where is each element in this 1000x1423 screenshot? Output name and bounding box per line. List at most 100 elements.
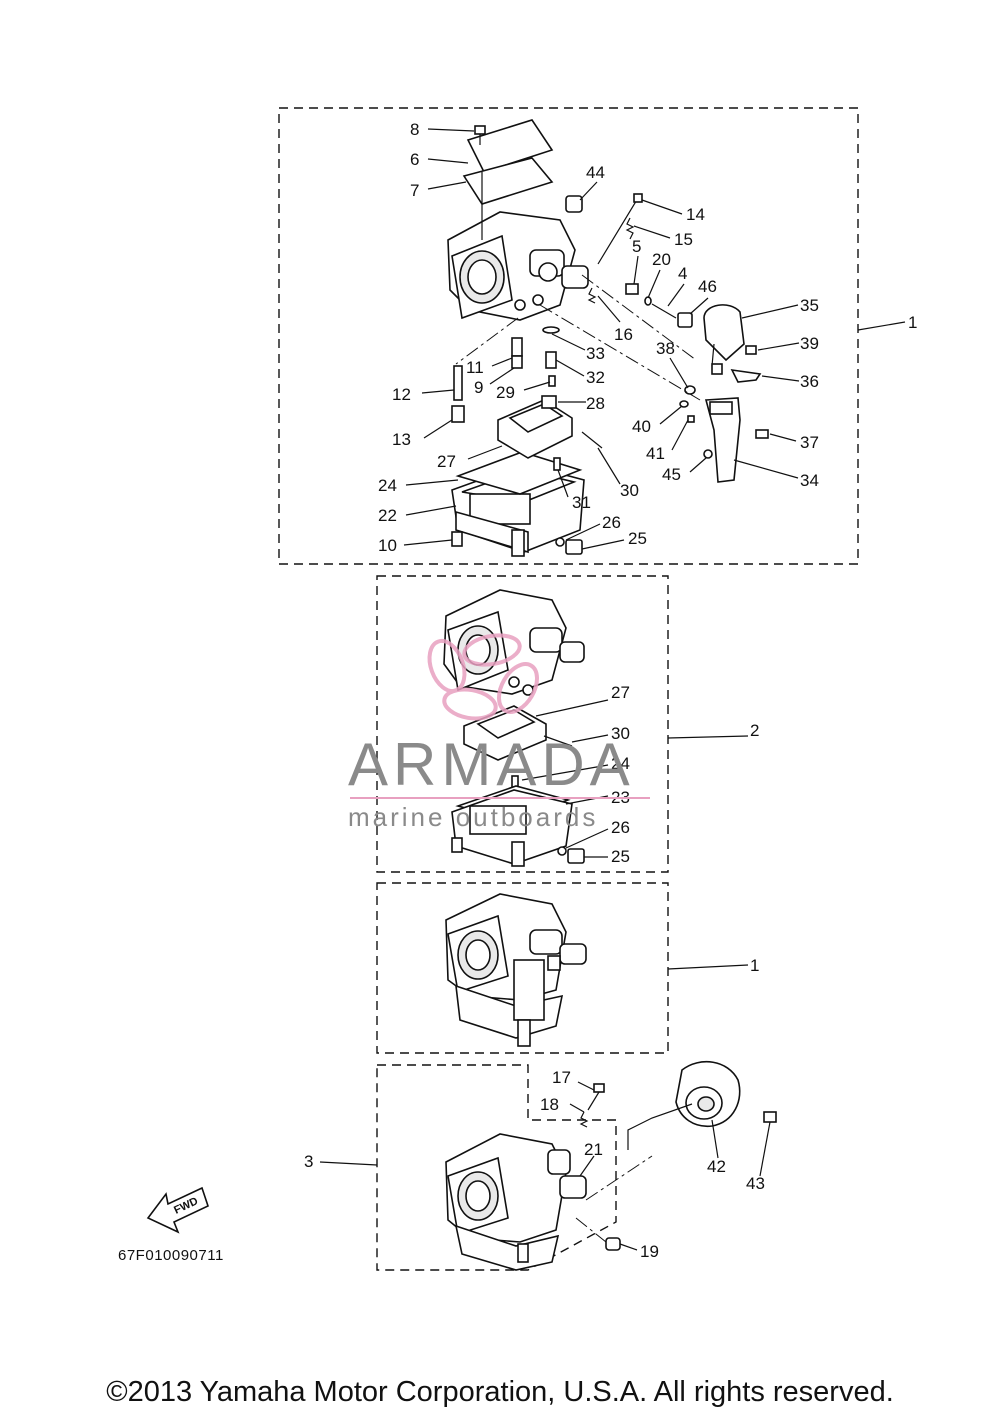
- callout-46: 46: [698, 277, 717, 296]
- callout-1: 1: [908, 313, 917, 332]
- callout-5: 5: [632, 237, 641, 256]
- group-2-callouts: 27 2 30 24 23 26 25: [611, 683, 759, 866]
- centerline: [581, 274, 697, 361]
- screw-43: [763, 1111, 777, 1123]
- leader-1b: [667, 964, 749, 970]
- callout-12: 12: [392, 385, 411, 404]
- callout-44: 44: [586, 163, 605, 182]
- group-1-assembled: 1: [376, 882, 759, 1054]
- callout-6: 6: [410, 150, 419, 169]
- watermark-tagline: marine outboards: [348, 802, 598, 832]
- cap-19: [605, 1237, 621, 1251]
- callout-25-g2: 25: [611, 847, 630, 866]
- callout-37: 37: [800, 433, 819, 452]
- float-bowl-2: [451, 789, 573, 867]
- fwd-arrow-icon: FWD: [146, 1186, 209, 1234]
- callout-43: 43: [746, 1174, 765, 1193]
- screws-17-18: [579, 1083, 605, 1128]
- callout-24: 24: [378, 476, 397, 495]
- reference-code: 67F010090711: [118, 1247, 224, 1264]
- callout-16: 16: [614, 325, 633, 344]
- callout-2: 2: [750, 721, 759, 740]
- jets-and-needles: [451, 326, 560, 423]
- callout-19: 19: [640, 1242, 659, 1261]
- drain-screw-25: [565, 539, 583, 555]
- callout-29: 29: [496, 383, 515, 402]
- carburetor-body-3: [445, 1133, 587, 1271]
- screw-31: [553, 457, 561, 471]
- callout-25: 25: [628, 529, 647, 548]
- float-bowl-gasket: [455, 451, 583, 495]
- callout-38: 38: [656, 339, 675, 358]
- callout-20: 20: [652, 250, 671, 269]
- float-bowl: [451, 463, 585, 557]
- drain-screw-25-2: [567, 848, 585, 864]
- group-1-leaders: [403, 128, 906, 550]
- carburetor-body-main: [447, 172, 589, 321]
- group-3-leaders: [319, 1081, 771, 1251]
- callout-30-g2: 30: [611, 724, 630, 743]
- armada-watermark: ARMADA marine outboards: [348, 633, 650, 832]
- callout-10: 10: [378, 536, 397, 555]
- choke-actuator-42: [627, 1061, 741, 1150]
- o-ring-26-2: [557, 846, 567, 856]
- callout-13: 13: [392, 430, 411, 449]
- callout-32: 32: [586, 368, 605, 387]
- callout-33: 33: [586, 344, 605, 363]
- callout-27: 27: [437, 452, 456, 471]
- group-3: 17 18 21 3 42 43 19: [304, 1061, 777, 1271]
- callout-27-g2: 27: [611, 683, 630, 702]
- centerline: [585, 1155, 653, 1201]
- callout-36: 36: [800, 372, 819, 391]
- callout-3: 3: [304, 1152, 313, 1171]
- callout-14: 14: [686, 205, 705, 224]
- group-2-boundary: [376, 575, 669, 873]
- o-ring-26: [555, 537, 565, 547]
- callout-42: 42: [707, 1157, 726, 1176]
- callout-15: 15: [674, 230, 693, 249]
- float: [497, 399, 573, 459]
- callout-24-g2: 24: [611, 754, 630, 773]
- callout-4: 4: [678, 264, 687, 283]
- callout-26-g2: 26: [611, 818, 630, 837]
- callout-7: 7: [410, 181, 419, 200]
- callout-41: 41: [646, 444, 665, 463]
- callout-45: 45: [662, 465, 681, 484]
- callout-1-assembled: 1: [750, 956, 759, 975]
- flower-logo-icon: [427, 633, 539, 721]
- callout-17: 17: [552, 1068, 571, 1087]
- bracket-34: [679, 385, 769, 483]
- group-2-leaders: [521, 699, 749, 858]
- screw-10-2: [451, 837, 463, 853]
- watermark-brand: ARMADA: [348, 731, 635, 798]
- centerline: [539, 304, 701, 401]
- screw-10: [451, 531, 463, 547]
- callout-31: 31: [572, 493, 591, 512]
- callout-8: 8: [410, 120, 419, 139]
- group-1-assembled-boundary: [376, 882, 669, 1054]
- group-3-callouts: 17 18 21 3 42 43 19: [304, 1068, 765, 1261]
- callout-18: 18: [540, 1095, 559, 1114]
- group-3-boundary: [376, 1064, 617, 1271]
- centerline: [575, 1217, 607, 1243]
- float-pin: [581, 431, 603, 449]
- throttle-sensor: [703, 304, 762, 383]
- cover-plate: [462, 119, 554, 205]
- callout-39: 39: [800, 334, 819, 353]
- group-1-boundary: [278, 107, 859, 565]
- callout-9: 9: [474, 378, 483, 397]
- centerline: [455, 317, 519, 365]
- callout-11: 11: [466, 358, 484, 377]
- callout-30: 30: [620, 481, 639, 500]
- callout-35: 35: [800, 296, 819, 315]
- float-pin-2: [543, 735, 573, 747]
- callout-34: 34: [800, 471, 819, 490]
- adjust-screws: [565, 193, 693, 328]
- copyright-footer: ©2013 Yamaha Motor Corporation, U.S.A. A…: [106, 1376, 894, 1408]
- group-1-callouts: 8 6 7 44 14 15 5 20 4 46 35 1 16 33 11 9…: [378, 120, 917, 555]
- callout-26: 26: [602, 513, 621, 532]
- callout-22: 22: [378, 506, 397, 525]
- callout-40: 40: [632, 417, 651, 436]
- callout-21: 21: [584, 1140, 603, 1159]
